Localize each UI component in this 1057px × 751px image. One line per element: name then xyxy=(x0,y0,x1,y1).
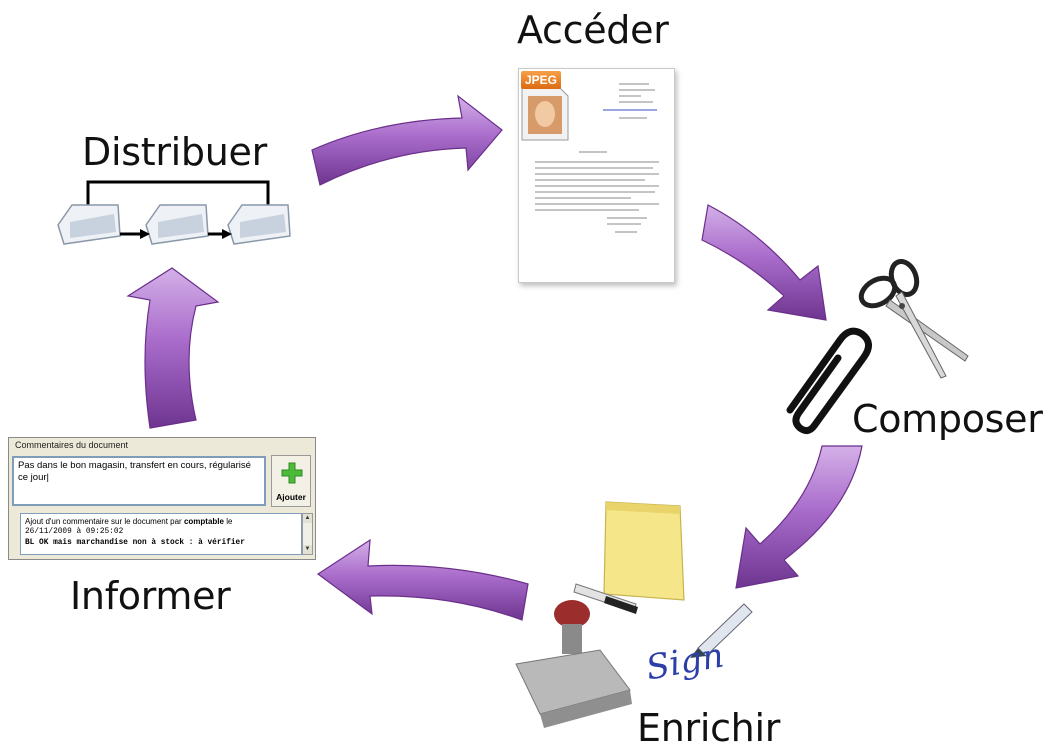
marker-pen-icon xyxy=(573,583,638,614)
tray-icon xyxy=(145,204,209,245)
pen-icon xyxy=(690,603,753,658)
comment-log: Ajout d'un commentaire sur le document p… xyxy=(20,513,302,555)
add-button-label: Ajouter xyxy=(276,492,306,502)
rubber-stamp-icon xyxy=(515,600,632,728)
scroll-up-icon[interactable]: ▲ xyxy=(303,514,312,523)
sticky-note-icon xyxy=(603,501,685,601)
stage-label-distribuer: Distribuer xyxy=(82,130,267,174)
jpeg-badge: JPEG xyxy=(521,71,561,89)
plus-icon xyxy=(281,462,303,484)
log-line-3: BL OK mais marchandise non à stock : à v… xyxy=(25,539,245,547)
log-scrollbar[interactable]: ▲ ▼ xyxy=(302,513,313,555)
tray-icon xyxy=(57,204,121,245)
add-comment-button[interactable]: Ajouter xyxy=(271,455,311,507)
arrow-informer-to-distribuer xyxy=(126,267,220,429)
paperclip-icon xyxy=(786,327,872,435)
stage-label-enrichir: Enrichir xyxy=(637,706,781,750)
arrow-acceder-to-composer xyxy=(701,204,827,321)
jpeg-document-thumbnail xyxy=(518,68,675,283)
scroll-down-icon[interactable]: ▼ xyxy=(303,545,312,554)
arrow-distribuer-to-acceder xyxy=(311,94,503,186)
arrow-enrichir-to-informer xyxy=(316,538,529,621)
tray-icon xyxy=(227,204,291,245)
comments-panel: Commentaires du document Pas dans le bon… xyxy=(8,437,316,560)
log-line-2: 26/11/2009 à 09:25:02 xyxy=(25,528,124,536)
panel-title: Commentaires du document xyxy=(15,440,129,450)
stage-label-informer: Informer xyxy=(70,574,231,618)
stage-label-composer: Composer xyxy=(852,397,1043,441)
scissors-icon xyxy=(858,259,969,379)
comment-input[interactable]: Pas dans le bon magasin, transfert en co… xyxy=(12,456,266,506)
tray-workflow-icon xyxy=(57,180,291,245)
stage-label-acceder: Accéder xyxy=(517,8,669,52)
arrow-composer-to-enrichir xyxy=(735,445,863,589)
log-line-1: Ajout d'un commentaire sur le document p… xyxy=(25,517,233,526)
